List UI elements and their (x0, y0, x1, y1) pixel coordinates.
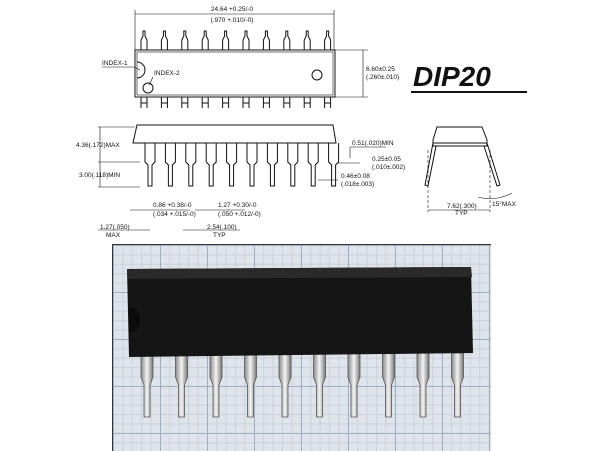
length-inch-label: (.970 +.010/-0) (211, 17, 254, 24)
shoulder-label: 0.86 +0.38/-0 (153, 202, 192, 209)
end-view: 7.62(.300) TYP 15°MAX (424, 126, 517, 217)
chip-photo (112, 244, 491, 451)
angle-label: 15°MAX (492, 200, 517, 208)
width-inch-label: (.260±.010) (366, 74, 399, 81)
top-pin (140, 30, 148, 50)
bottom-pin (140, 97, 148, 108)
bottom-pin (262, 97, 270, 108)
shoulder2-label: 1.27 +0.30/-0 (218, 202, 257, 209)
side-pin (144, 143, 156, 187)
lead-min-label: 3.00(.118)MIN (79, 172, 120, 179)
side-pin (185, 143, 197, 187)
end-gap-label: 1.27(.050) (100, 224, 130, 231)
index1-label: INDEX-1 (102, 60, 128, 67)
top-pin (201, 30, 209, 50)
row-spacing-label: 7.62(.300) (447, 203, 477, 210)
pitch-label: 2.54(.100) (207, 224, 237, 231)
bottom-pin (303, 97, 311, 108)
photo-pin (416, 352, 430, 418)
top-pin (303, 30, 311, 50)
chip-photo-image (127, 267, 473, 418)
row-spacing-note: TYP (455, 210, 468, 217)
side-view: 4.36(.172)MAX 3.00(.118)MIN 0.51(.020)MI… (76, 124, 405, 239)
side-pin (307, 143, 319, 187)
photo-pin (347, 352, 361, 418)
photo-pin (140, 352, 154, 418)
top-pin (181, 30, 189, 50)
height-max-label: 4.36(.172)MAX (76, 142, 120, 149)
side-pin (246, 143, 258, 187)
photo-pin (278, 352, 292, 418)
pitch-note: TYP (213, 232, 226, 239)
top-pin (242, 30, 250, 50)
side-pin (205, 143, 217, 187)
top-pin (222, 30, 230, 50)
package-title: DIP20 (413, 61, 491, 92)
top-view: 24.64 +0.25/-0 (.970 +.010/-0) INDEX-1 I… (102, 6, 399, 108)
bottom-pin (160, 97, 168, 108)
lead-width-label: 0.46±0.08 (341, 173, 370, 180)
index2-label: INDEX-2 (154, 70, 180, 77)
side-pin (164, 143, 176, 187)
thickness-inch-label: (.010±.002) (372, 164, 405, 171)
top-pin (160, 30, 168, 50)
bottom-pin (201, 97, 209, 108)
bottom-pin (242, 97, 250, 108)
photo-pin (175, 352, 188, 418)
photo-pin (209, 352, 223, 418)
top-pin (283, 30, 291, 50)
side-pin (328, 143, 340, 187)
end-gap-note: MAX (106, 232, 121, 239)
top-pin (262, 30, 270, 50)
standoff-label: 0.51(.020)MIN (352, 140, 394, 147)
bottom-pin (222, 97, 230, 108)
photo-pin (313, 352, 326, 418)
shoulder2-inch-label: (.050 +.012/-0) (218, 211, 261, 218)
thickness-label: 0.25±0.05 (372, 156, 401, 163)
bottom-pin (324, 97, 332, 108)
photo-pin (451, 352, 464, 418)
length-label: 24.64 +0.25/-0 (211, 6, 253, 13)
bottom-pin (283, 97, 291, 108)
shoulder-inch-label: (.034 +.015/-0) (153, 211, 196, 218)
photo-pin (244, 352, 257, 418)
side-pin (226, 143, 238, 187)
bottom-pin (181, 97, 189, 108)
side-pin (287, 143, 299, 187)
photo-pin (382, 352, 395, 418)
lead-width-inch-label: (.018±.003) (341, 181, 374, 188)
mechanical-drawing: 24.64 +0.25/-0 (.970 +.010/-0) INDEX-1 I… (76, 6, 527, 239)
width-label: 6.60±0.25 (366, 66, 395, 73)
side-pin (266, 143, 278, 187)
top-pin (324, 30, 332, 50)
